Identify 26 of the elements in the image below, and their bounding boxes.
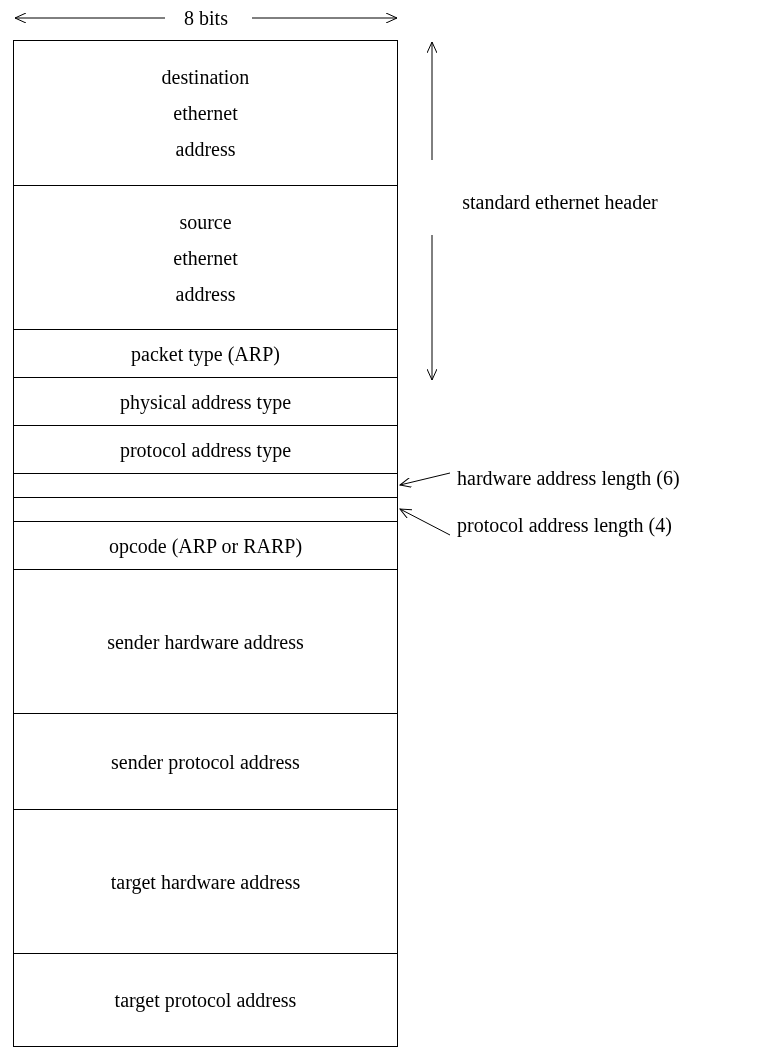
field-row xyxy=(13,425,398,474)
field-row xyxy=(13,713,398,810)
field-annotation: protocol address length (4) xyxy=(450,513,672,537)
field-row xyxy=(13,521,398,570)
field-name: sender protocol address xyxy=(111,749,300,774)
field-name: protocol address type xyxy=(119,437,292,462)
empty-field-row xyxy=(13,497,398,522)
leader-arrow xyxy=(399,472,451,488)
field-row xyxy=(13,377,398,426)
field-name: target protocol address xyxy=(114,988,297,1012)
field-row xyxy=(13,953,398,1047)
field-row xyxy=(13,185,398,330)
field-row xyxy=(13,569,398,714)
leader-arrow xyxy=(399,508,451,536)
field-annotation: hardware address length (6) xyxy=(450,466,680,490)
field-name: destination ethernet address xyxy=(160,65,251,162)
field-name: packet type (ARP) xyxy=(131,341,280,366)
empty-field-row xyxy=(13,473,398,498)
field-row xyxy=(13,329,398,378)
field-name: sender hardware address xyxy=(107,629,304,654)
field-name: opcode (ARP or RARP) xyxy=(108,533,303,558)
field-name: physical address type xyxy=(119,389,292,414)
field-row xyxy=(13,809,398,954)
field-row xyxy=(13,40,398,186)
field-name: target hardware address xyxy=(110,869,301,894)
field-name: source ethernet address xyxy=(172,209,239,307)
